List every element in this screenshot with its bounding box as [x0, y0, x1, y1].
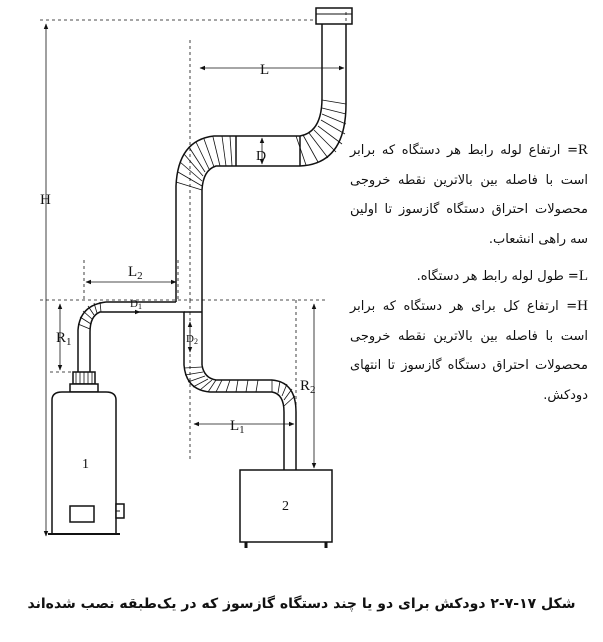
branch-tee — [106, 301, 203, 365]
connector-pipe-2 — [183, 364, 297, 470]
horizontal-flue-section — [235, 136, 301, 166]
appliance-2 — [239, 469, 333, 548]
definition-L: L= طول لوله رابط هر دستگاه. — [350, 262, 588, 292]
label-H: H — [40, 192, 51, 208]
main-flue-top — [321, 24, 347, 104]
left-elbow — [175, 135, 236, 191]
label-D2: D2 — [186, 333, 198, 346]
label-L2: L2 — [128, 264, 143, 282]
connector-pipe-1 — [69, 301, 176, 393]
label-R1: R1 — [56, 330, 72, 348]
main-flue-vertical — [175, 186, 203, 312]
definition-H-text: = ارتفاع کل برای هر دستگاه که برابر است … — [350, 299, 588, 403]
definition-H-key: H — [577, 298, 588, 314]
appliance-1 — [48, 391, 125, 535]
label-D: D — [256, 149, 266, 164]
figure-caption: شکل ۱۷-۷-۲ دودکش برای دو یا چند دستگاه گ… — [27, 596, 576, 612]
upper-elbow — [236, 97, 347, 167]
appliance-1-number: 1 — [82, 457, 89, 472]
appliance-2-number: 2 — [282, 499, 289, 514]
label-R2: R2 — [300, 378, 316, 396]
label-L: L — [260, 62, 269, 78]
definition-L-text: = طول لوله رابط هر دستگاه. — [416, 269, 579, 284]
label-D1: D1 — [130, 298, 142, 311]
chimney-cap — [315, 7, 353, 25]
label-L1: L1 — [230, 418, 245, 436]
definition-R: R= ارتفاع لوله رابط هر دستگاه که برابر ا… — [350, 136, 588, 254]
diagram-labels: H L D L2 D1 D2 R1 R2 L1 1 2 — [40, 62, 316, 514]
dimension-lines — [43, 23, 345, 537]
definition-L-key: L — [578, 268, 588, 284]
definition-R-text: = ارتفاع لوله رابط هر دستگاه که برابر اس… — [350, 143, 588, 247]
definition-H: H= ارتفاع کل برای هر دستگاه که برابر است… — [350, 292, 588, 410]
definition-R-key: R — [577, 142, 588, 158]
